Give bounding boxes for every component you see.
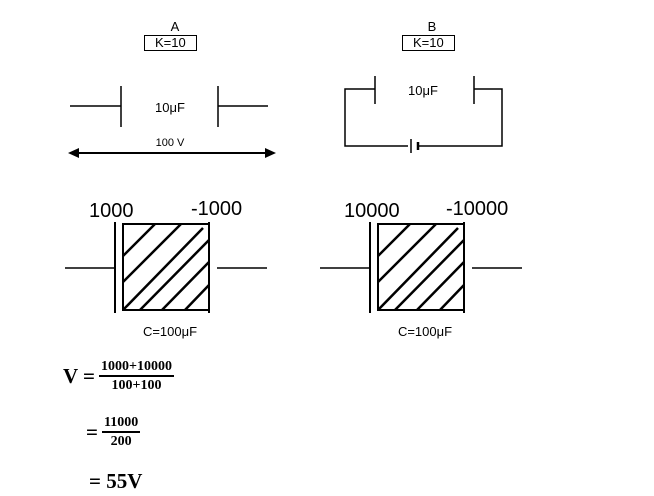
- fraction-2: 11000 200: [101, 414, 141, 451]
- fraction-2-denominator: 200: [110, 434, 132, 449]
- slab-a-capacitance: C=100μF: [142, 324, 198, 339]
- slab-a-right-charge: -1000: [191, 198, 243, 220]
- capacitor-a-symbol: [70, 86, 268, 127]
- fraction-2-numerator: 11000: [101, 414, 141, 433]
- slab-b-capacitance: C=100μF: [397, 324, 453, 339]
- fraction-1-numerator: 1000+10000: [99, 358, 174, 377]
- slab-capacitor-a: [65, 222, 267, 313]
- capacitor-a-capacitance: 10μF: [155, 100, 185, 115]
- slab-b-left-charge: 10000: [344, 200, 400, 222]
- capacitor-b-circuit: [344, 76, 503, 153]
- slab-capacitor-b: [320, 222, 522, 313]
- capacitor-a-dielectric-label: K=10: [144, 35, 197, 51]
- slab-b-right-charge: -10000: [446, 198, 509, 220]
- equation-step-2: = 11000 200: [86, 414, 141, 451]
- capacitor-b-dielectric-label: K=10: [402, 35, 455, 51]
- equation-lhs: V =: [63, 364, 96, 388]
- voltage-arrow: [68, 148, 276, 158]
- equation-equals: =: [86, 420, 98, 444]
- capacitor-a-title: A: [170, 19, 180, 34]
- capacitor-b-title: B: [427, 19, 437, 34]
- capacitor-a-voltage: 100 V: [155, 137, 185, 149]
- fraction-1: 1000+10000 100+100: [99, 358, 174, 395]
- equation-step-1: V = 1000+10000 100+100: [63, 358, 174, 395]
- equation-result: = 55V: [89, 469, 143, 493]
- capacitor-b-capacitance: 10μF: [408, 83, 438, 98]
- fraction-1-denominator: 100+100: [111, 378, 162, 393]
- slab-a-left-charge: 1000: [89, 200, 134, 222]
